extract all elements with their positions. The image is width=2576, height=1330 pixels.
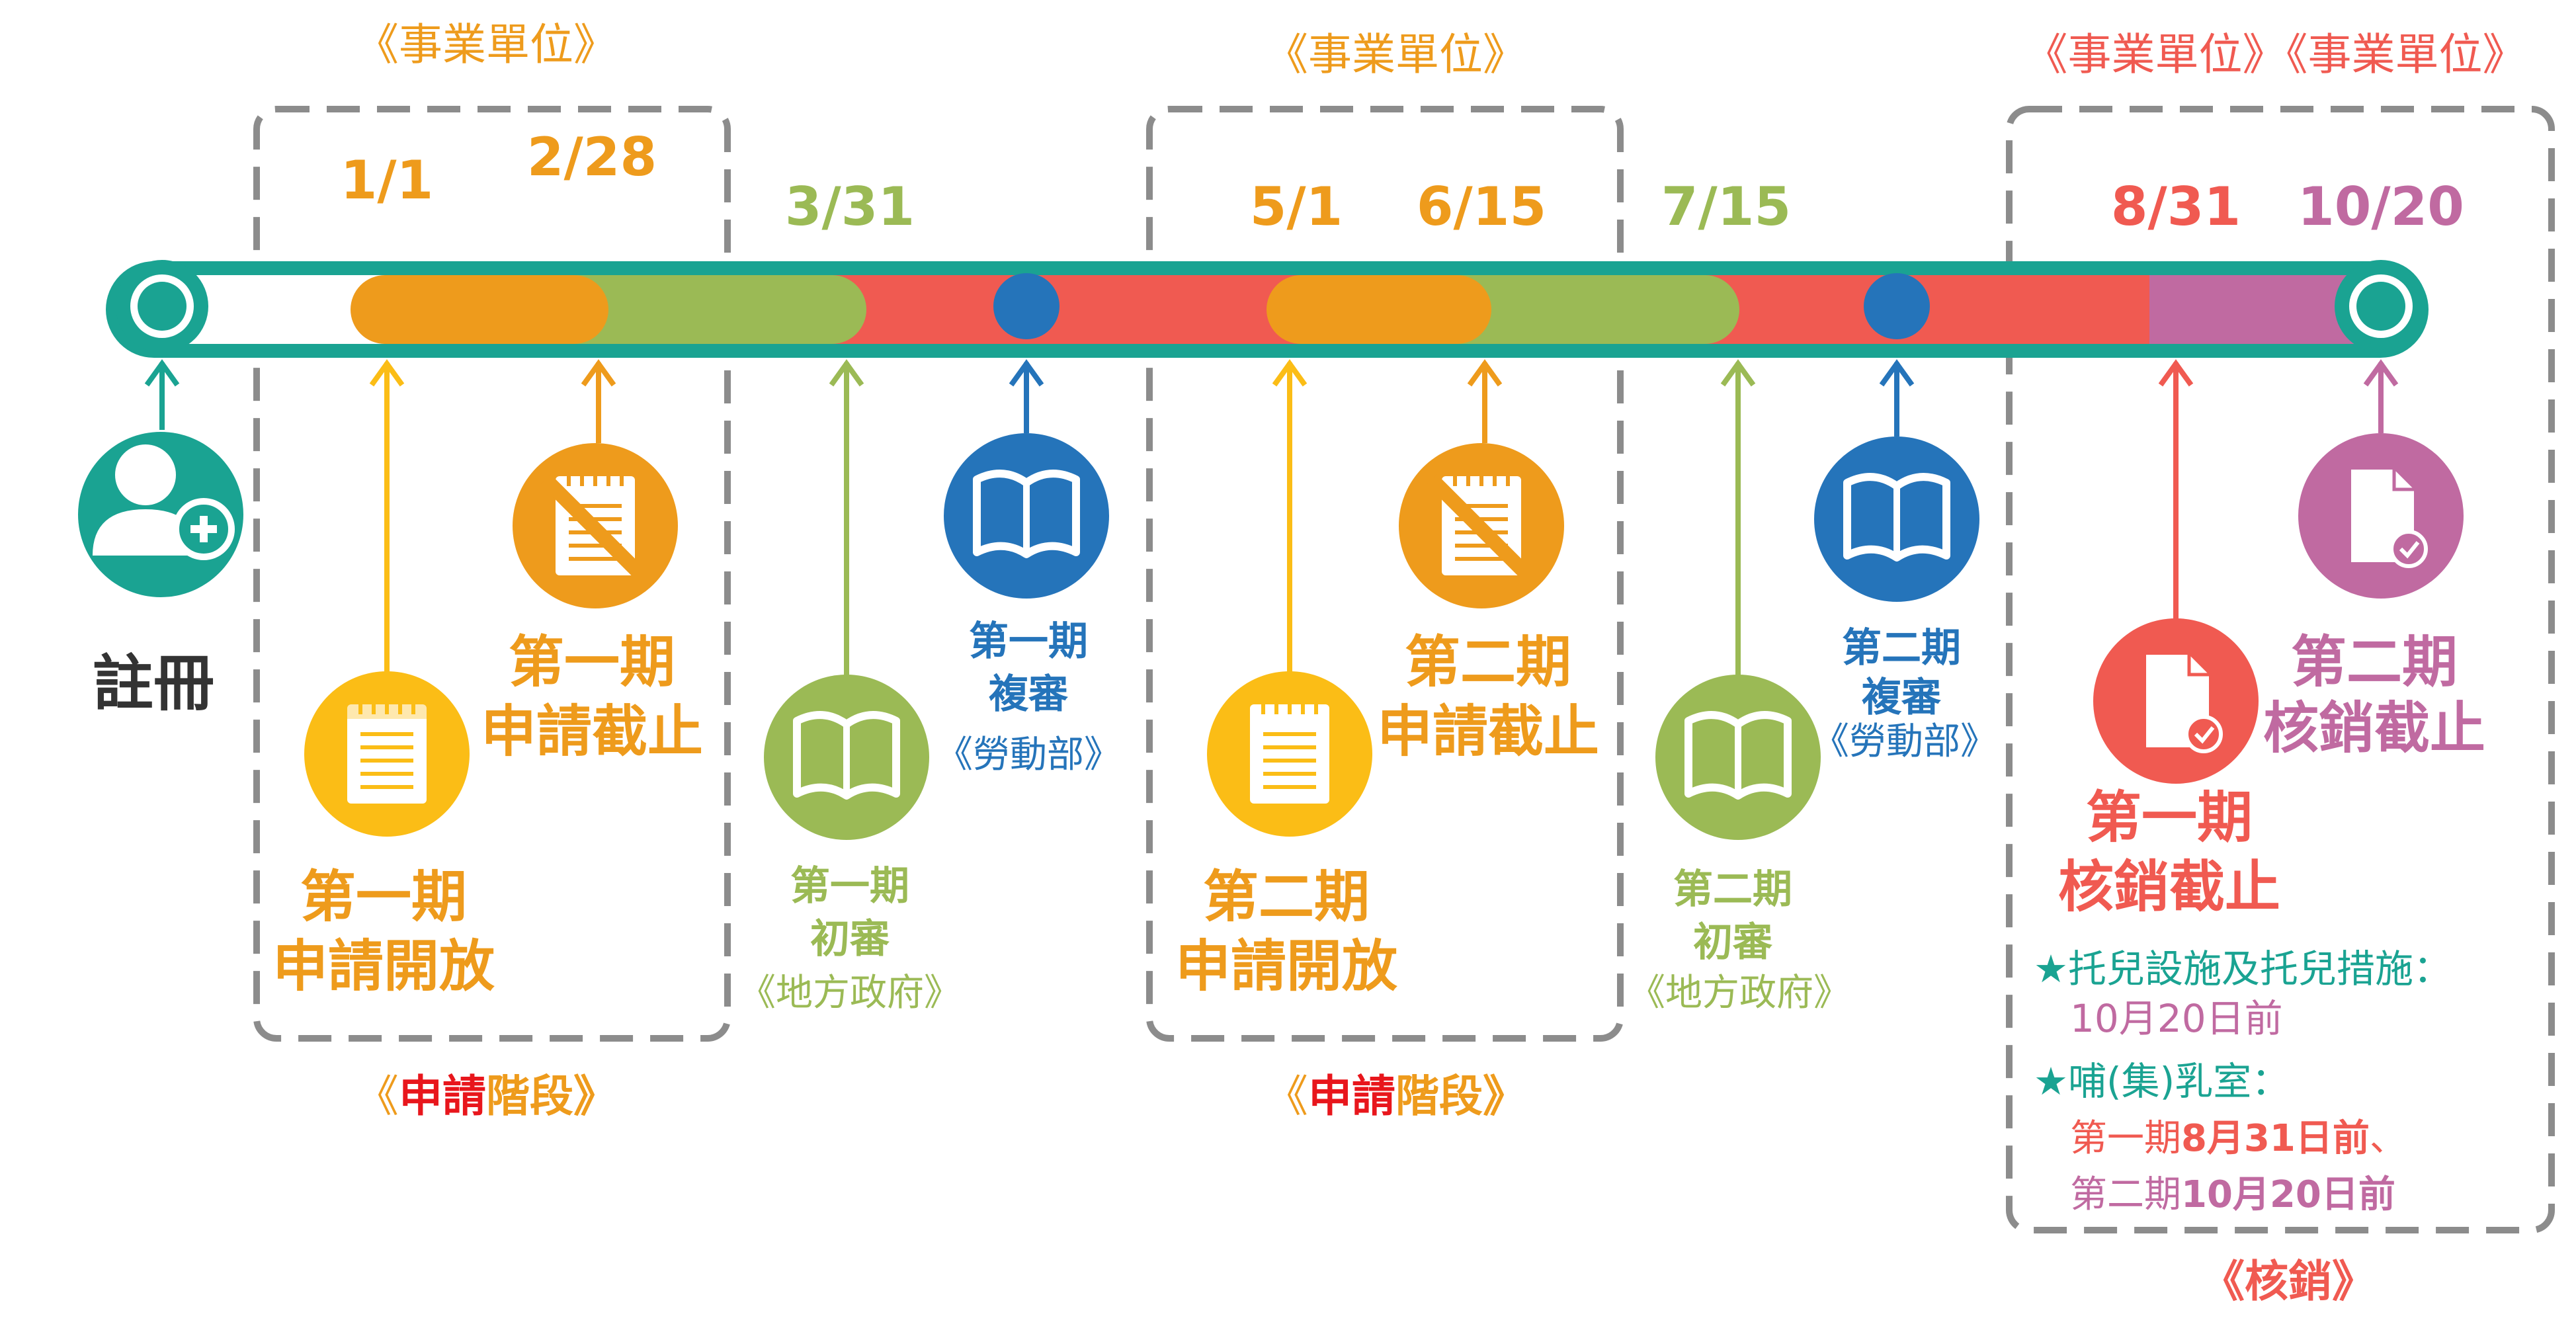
notepad-icon <box>304 671 470 837</box>
date-label: 6/15 <box>1417 176 1546 237</box>
note-line: 10月20日前 <box>2070 996 2283 1041</box>
note-line: 第一期8月31日前、 <box>2070 1117 2407 1160</box>
stage-label: 核銷截止 <box>2058 854 2280 919</box>
stage-label: 第一期 <box>509 630 675 694</box>
stage-label: 第二期 <box>1203 864 1370 929</box>
open-book-icon <box>1655 675 1821 840</box>
date-label: 2/28 <box>527 126 657 188</box>
writeoff-label: 《核銷》 <box>2201 1256 2376 1307</box>
unit-label: 《事業單位》 <box>1265 29 1526 80</box>
note-line: ★哺(集)乳室： <box>2034 1059 2290 1104</box>
stage-label: 第一期 <box>2086 785 2253 850</box>
stage-sub-label: 《地方政府》 <box>739 972 961 1015</box>
date-label: 1/1 <box>341 149 434 211</box>
marker-dot-1 <box>993 273 1059 339</box>
unit-label: 《事業單位》 <box>355 19 617 70</box>
stage-label: 申請截止 <box>1377 699 1599 764</box>
stage-label: 複審 <box>989 671 1069 718</box>
stage-label: 第二期 <box>1842 625 1961 671</box>
notepad-closed-icon <box>513 443 678 608</box>
stage-label: 第二期 <box>1405 630 1571 694</box>
star-icon: ★ <box>2034 946 2068 991</box>
stage-label: 第二期 <box>2291 630 2458 694</box>
document-check-icon <box>2093 618 2259 784</box>
unit-label: 《事業單位》《事業單位》 <box>2024 29 2526 80</box>
open-book-icon <box>764 675 929 840</box>
stage-label: 第一期 <box>969 618 1088 665</box>
date-label: 7/15 <box>1661 176 1791 237</box>
note-line: ★托兒設施及托兒措施： <box>2034 946 2452 991</box>
phase-box-2 <box>1146 106 1624 1042</box>
marker-dot-2 <box>1864 273 1930 339</box>
date-label: 5/1 <box>1250 176 1343 237</box>
connectors <box>144 359 2399 681</box>
segment-orange-1 <box>351 275 608 344</box>
star-icon: ★ <box>2034 1059 2068 1104</box>
stage-label: 申請截止 <box>481 699 703 764</box>
open-book-icon <box>1814 436 1979 602</box>
stage-sub-label: 《勞動部》 <box>936 733 1121 776</box>
date-label: 10/20 <box>2298 176 2464 237</box>
stage-label: 申請開放 <box>1175 934 1397 999</box>
notepad-closed-icon <box>1399 443 1564 608</box>
stage-label: 第二期 <box>1673 866 1792 913</box>
stage-sub-label: 《地方政府》 <box>1628 972 1850 1015</box>
note-line: 第二期10月20日前 <box>2070 1173 2395 1216</box>
phase-label: 《申請階段》 <box>355 1071 617 1122</box>
phase-box-1 <box>253 106 731 1042</box>
notepad-icon <box>1207 671 1372 837</box>
date-label: 3/31 <box>785 176 915 237</box>
date-label: 8/31 <box>2111 176 2241 237</box>
stage-label: 初審 <box>1693 919 1773 966</box>
register-label: 註冊 <box>93 648 214 719</box>
timeline-bar <box>106 260 2429 358</box>
stage-label: 複審 <box>1862 675 1942 721</box>
stage-sub-label: 《勞動部》 <box>1812 720 1997 763</box>
stage-label: 核銷截止 <box>2263 696 2485 761</box>
segment-orange-2 <box>1267 275 1491 344</box>
phase-label: 《申請階段》 <box>1265 1071 1526 1122</box>
open-book-icon <box>944 433 1109 599</box>
document-check-icon <box>2298 433 2464 599</box>
user-add-icon <box>78 432 243 597</box>
stage-label: 申請開放 <box>272 934 495 999</box>
stage-label: 第一期 <box>300 864 467 929</box>
segment-green-1 <box>522 275 866 344</box>
stage-label: 第一期 <box>790 863 909 909</box>
stage-label: 初審 <box>810 916 890 962</box>
writeoff-box <box>2006 106 2555 1233</box>
